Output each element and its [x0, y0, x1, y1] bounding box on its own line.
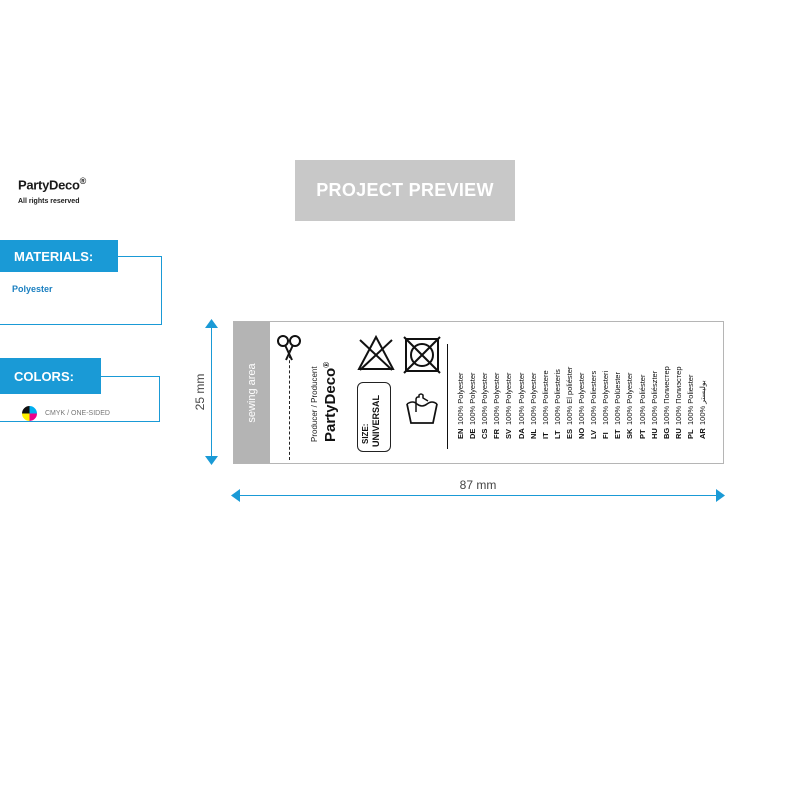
colors-heading: COLORS:: [0, 358, 101, 394]
language-text: 100% Poliesteris: [552, 369, 562, 425]
sewing-area-label: sewing area: [246, 363, 258, 423]
cmyk-icon: [22, 406, 37, 421]
language-code: HU: [649, 428, 659, 439]
language-code: LV: [589, 429, 599, 439]
language-row: IT 100% Poliestere: [541, 370, 550, 439]
size-box: [357, 382, 391, 452]
size-label: SIZE:: [361, 423, 370, 444]
materials-value: Polyester: [12, 284, 53, 294]
size-value: UNIVERSAL: [371, 394, 381, 447]
arrow-down-icon: [205, 456, 218, 465]
language-text: 100% Polyester: [625, 372, 635, 425]
width-dimension-line: [233, 495, 724, 496]
no-bleach-icon: [357, 334, 395, 371]
language-code: SK: [625, 428, 635, 439]
language-text: 100% Poliészter: [649, 370, 659, 425]
language-text: 100% Полиестер: [661, 366, 671, 425]
language-text: 100% Polyester: [528, 372, 538, 425]
language-text: 100% Poliesters: [589, 370, 599, 425]
language-text: 100% Polyesteri: [601, 370, 611, 425]
arrow-up-icon: [205, 319, 218, 328]
language-row: FR 100% Polyester: [492, 372, 501, 439]
language-text: 100% Полиэстер: [673, 366, 683, 426]
no-tumble-dry-icon: [403, 336, 441, 374]
language-text: 100% El poliéster: [564, 366, 574, 425]
language-code: IT: [540, 432, 550, 439]
height-dimension-line: [211, 321, 212, 464]
language-row: NO 100% Polyester: [577, 372, 586, 439]
height-dimension-label: 25 mm: [193, 373, 207, 411]
producer-text: Producer / Producent: [310, 366, 319, 442]
language-code: BG: [661, 427, 671, 439]
language-row: PL 100% Poliester: [686, 375, 695, 439]
language-row: SV 100% Polyester: [504, 372, 513, 439]
cut-line: [289, 350, 290, 460]
language-code: NO: [577, 427, 586, 439]
language-code: FI: [601, 432, 611, 439]
language-text: 100% Polyester: [577, 372, 586, 425]
language-row: LT 100% Poliesteris: [553, 369, 562, 439]
language-code: EN: [456, 428, 465, 439]
language-code: ET: [613, 429, 623, 439]
language-text: 100% Poliestere: [540, 370, 550, 425]
language-text: 100% Poliéster: [637, 374, 647, 425]
language-text: 100% Polyester: [504, 372, 514, 425]
language-code: DE: [468, 428, 478, 439]
language-code: RU: [673, 428, 683, 439]
brand-logo: PartyDeco® All rights reserved: [18, 176, 86, 205]
language-row: HU 100% Poliészter: [650, 371, 659, 439]
rights-text: All rights reserved: [18, 198, 80, 206]
language-row: CS 100% Polyester: [480, 372, 489, 439]
language-text: 100% Polyester: [516, 372, 526, 425]
language-text: 100% Polyester: [456, 372, 465, 425]
language-code: PL: [685, 429, 695, 439]
language-row: FI 100% Polyesteri: [601, 371, 610, 439]
language-code: DA: [516, 428, 526, 439]
language-row: ES 100% El poliéster: [565, 367, 574, 439]
language-text: 100% Polüester: [613, 372, 623, 425]
language-code: CS: [480, 428, 490, 439]
width-dimension-label: 87 mm: [459, 478, 497, 492]
language-row: NL 100% Polyester: [529, 372, 538, 439]
label-preview: sewing area Producer / Producent PartyDe…: [233, 321, 724, 464]
hand-wash-icon: [406, 393, 438, 424]
language-row: RU 100% Полиэстер: [674, 367, 683, 440]
language-row: SK 100% Polyester: [625, 372, 634, 439]
label-brand: PartyDeco®: [322, 361, 339, 442]
language-row: PT 100% Poliéster: [638, 375, 647, 439]
arrow-right-icon: [716, 489, 725, 502]
language-code: AR: [698, 428, 707, 439]
language-row: BG 100% Полиестер: [662, 366, 671, 439]
arrow-left-icon: [231, 489, 240, 502]
language-code: FR: [492, 429, 502, 439]
language-row: DE 100% Polyester: [468, 372, 477, 439]
language-code: SV: [504, 428, 514, 439]
language-text: 100% Polyester: [468, 372, 478, 425]
language-row: ET 100% Polüester: [613, 372, 622, 439]
language-row: EN 100% Polyester: [456, 372, 465, 439]
language-text: 100% Polyester: [480, 372, 490, 425]
language-row: LV 100% Poliesters: [589, 371, 598, 439]
language-code: NL: [528, 429, 538, 439]
separator-line: [447, 344, 448, 449]
language-code: PT: [637, 429, 647, 439]
language-code: ES: [564, 428, 574, 439]
language-text: 100% Poliester: [685, 374, 695, 425]
brand-name: PartyDeco®: [18, 176, 86, 193]
language-text: 100% Polyester: [492, 372, 502, 425]
language-row: DA 100% Polyester: [517, 372, 526, 439]
sewing-area: sewing area: [234, 322, 270, 463]
project-preview-button[interactable]: PROJECT PREVIEW: [295, 160, 515, 221]
language-code: LT: [552, 430, 562, 439]
colors-value: CMYK / ONE-SIDED: [45, 410, 110, 417]
materials-heading: MATERIALS:: [0, 240, 118, 272]
language-text: 100% بوليستر: [698, 380, 707, 425]
colors-info: CMYK / ONE-SIDED: [22, 406, 110, 421]
language-row: AR 100% بوليستر: [698, 380, 707, 439]
